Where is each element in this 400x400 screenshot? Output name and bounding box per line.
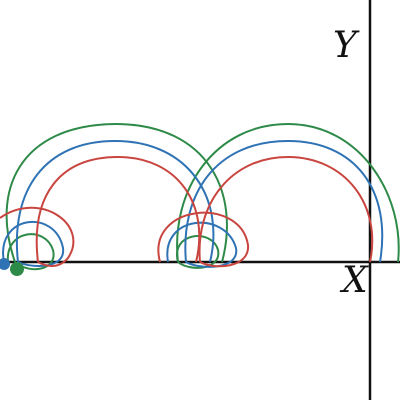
blue-small-loop-center	[166, 221, 238, 268]
green-small-loop-left	[6, 233, 55, 271]
red-large-arch-right	[198, 155, 374, 263]
red-small-loop-center	[157, 211, 250, 268]
red-small-loop-left	[0, 206, 75, 267]
red-curve	[0, 155, 374, 268]
green-start-point	[10, 262, 24, 276]
blue-large-arch-right	[184, 139, 384, 263]
x-axis-label: X	[339, 260, 369, 301]
green-curve	[5, 122, 400, 271]
blue-small-loop-left	[2, 220, 65, 267]
green-large-arch-left	[5, 122, 228, 263]
green-large-arch-right	[176, 122, 400, 263]
y-axis-label: Y	[333, 25, 360, 66]
blue-start-point	[0, 258, 10, 270]
red-large-arch-left	[35, 155, 201, 263]
green-small-loop-center	[176, 235, 220, 269]
